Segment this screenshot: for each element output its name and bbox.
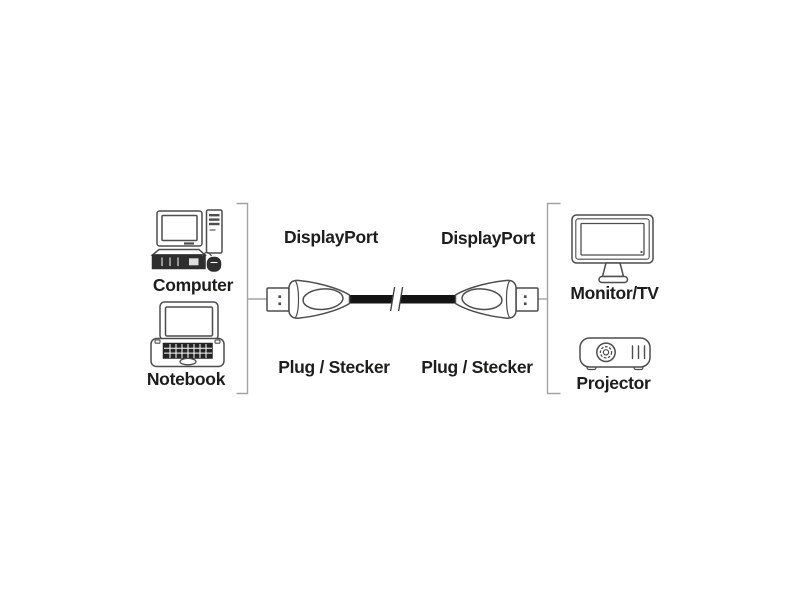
projector-icon [579,337,651,371]
monitor-tv-icon [571,214,654,284]
notebook-label: Notebook [146,369,226,389]
projector-label: Projector [576,373,651,393]
right-bracket [537,202,561,395]
monitor-tv-label: Monitor/TV [570,283,659,303]
cable-break-icon [389,286,404,312]
displayport-cable-icon [266,279,539,319]
desktop-computer-icon [150,209,223,272]
displayport-plug-icon [266,279,351,319]
notebook-icon [150,301,225,368]
plug-stecker-label-right: Plug / Stecker [421,357,533,377]
left-bracket [236,202,268,395]
displayport-label-left: DisplayPort [284,227,378,247]
displayport-label-right: DisplayPort [441,228,535,248]
plug-stecker-label-left: Plug / Stecker [278,357,390,377]
computer-label: Computer [152,275,234,295]
